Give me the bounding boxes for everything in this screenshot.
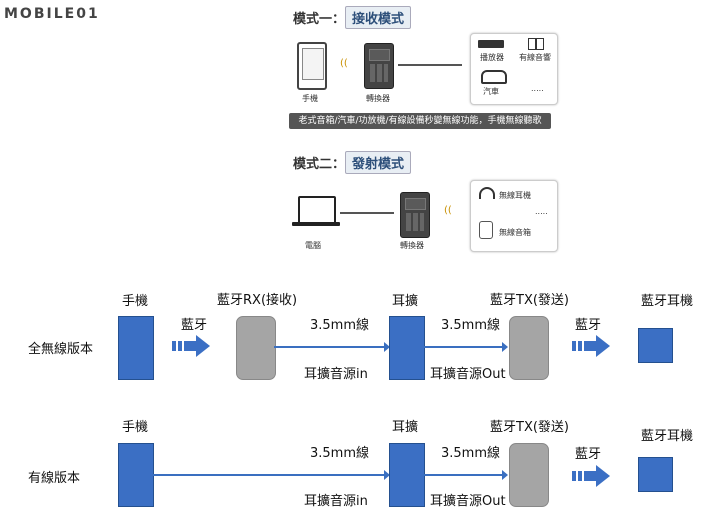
r1-bt-arrow-1 bbox=[172, 335, 210, 357]
r1-cable-label-1: 3.5mm線 bbox=[310, 318, 370, 333]
r2-bt-tx-block bbox=[509, 443, 549, 507]
r2-bt-headphone-label: 藍牙耳機 bbox=[641, 429, 694, 444]
r1-bt-rx-block bbox=[236, 316, 276, 380]
laptop-icon bbox=[298, 196, 336, 224]
mode2-output-box: 無線耳機 ..... 無線音箱 bbox=[470, 180, 558, 252]
r1-phone-label: 手機 bbox=[122, 294, 149, 309]
r2-bt-headphone-block bbox=[638, 457, 673, 492]
r2-cable-label-1: 3.5mm線 bbox=[310, 446, 370, 461]
wave-icon: (( bbox=[340, 58, 348, 69]
r2-phone-block bbox=[118, 443, 154, 507]
player-label: 播放器 bbox=[480, 53, 504, 62]
r2-bt-tx-label: 藍牙TX(發送) bbox=[490, 420, 569, 435]
r1-amp-block bbox=[389, 316, 425, 380]
r1-bt-headphone-block bbox=[638, 328, 673, 363]
r1-cable-label-2: 3.5mm線 bbox=[441, 318, 501, 333]
mode2-title: 模式二：發射模式 bbox=[293, 151, 412, 174]
wireless-headphone-label: 無線耳機 bbox=[499, 191, 531, 200]
mobile01-logo: MOBILE01 bbox=[4, 6, 100, 22]
mode2-prefix: 模式二： bbox=[293, 157, 346, 172]
mode1-banner: 老式音箱/汽車/功放機/有線設備秒變無線功能，手機無線聽歌 bbox=[289, 113, 551, 129]
r1-amp-label: 耳擴 bbox=[392, 294, 419, 309]
r1-amp-out-label: 耳擴音源Out bbox=[430, 367, 506, 382]
mode1-phone-label: 手機 bbox=[302, 94, 318, 103]
r2-amp-label: 耳擴 bbox=[392, 420, 419, 435]
r1-bt-headphone-label: 藍牙耳機 bbox=[641, 294, 694, 309]
r2-line-1 bbox=[152, 474, 388, 476]
mode1-name: 接收模式 bbox=[345, 6, 412, 29]
converter-icon bbox=[364, 43, 394, 89]
r2-phone-label: 手機 bbox=[122, 420, 149, 435]
r2-cable-label-2: 3.5mm線 bbox=[441, 446, 501, 461]
speaker-icon bbox=[528, 38, 536, 50]
row2-label: 有線版本 bbox=[28, 471, 81, 486]
phone-icon bbox=[297, 42, 327, 90]
r1-bt-arrow-2 bbox=[572, 335, 610, 357]
mode1-converter-label: 轉換器 bbox=[366, 94, 390, 103]
aux-cable-2 bbox=[340, 212, 394, 214]
converter2-icon bbox=[400, 192, 430, 238]
r1-bt-tx-block bbox=[509, 316, 549, 380]
car-icon bbox=[481, 70, 507, 84]
r2-bt-arrow bbox=[572, 465, 610, 487]
r1-bluetooth-label-2: 藍牙 bbox=[575, 318, 602, 333]
more-dots: ..... bbox=[531, 84, 544, 93]
r2-bluetooth-label: 藍牙 bbox=[575, 447, 602, 462]
mode2-converter-label: 轉換器 bbox=[400, 241, 424, 250]
wireless-speaker-icon bbox=[479, 221, 493, 239]
row1-label: 全無線版本 bbox=[28, 342, 94, 357]
mode1-output-box: 播放器 有線音響 汽車 ..... bbox=[470, 33, 558, 105]
r1-amp-in-label: 耳擴音源in bbox=[304, 367, 368, 382]
wired-speaker-label: 有線音響 bbox=[519, 53, 551, 62]
r1-line-2 bbox=[423, 346, 505, 348]
mode1-prefix: 模式一： bbox=[293, 12, 346, 27]
mode1-title: 模式一：接收模式 bbox=[293, 6, 412, 29]
r1-bt-rx-label: 藍牙RX(接收) bbox=[217, 293, 298, 308]
more-dots-2: ..... bbox=[535, 207, 548, 216]
r2-amp-block bbox=[389, 443, 425, 507]
mode2-name: 發射模式 bbox=[345, 151, 412, 174]
wireless-speaker-label: 無線音箱 bbox=[499, 228, 531, 237]
headphone-icon bbox=[479, 187, 495, 199]
player-icon bbox=[478, 40, 504, 48]
r1-line-1 bbox=[274, 346, 388, 348]
car-label: 汽車 bbox=[483, 87, 499, 96]
wave-icon-2: (( bbox=[444, 205, 452, 216]
computer-label: 電腦 bbox=[305, 241, 321, 250]
r1-bt-tx-label: 藍牙TX(發送) bbox=[490, 293, 569, 308]
r1-phone-block bbox=[118, 316, 154, 380]
r1-bluetooth-label-1: 藍牙 bbox=[181, 318, 208, 333]
r2-line-2 bbox=[423, 474, 505, 476]
aux-cable bbox=[398, 64, 462, 66]
r2-amp-in-label: 耳擴音源in bbox=[304, 494, 368, 509]
r2-amp-out-label: 耳擴音源Out bbox=[430, 494, 506, 509]
